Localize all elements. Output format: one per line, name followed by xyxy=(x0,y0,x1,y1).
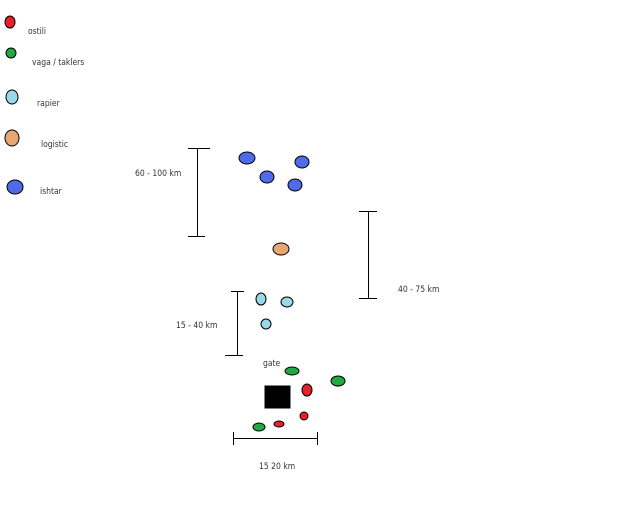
ishtar-unit xyxy=(294,155,310,169)
legend-marker-ostili xyxy=(4,15,16,29)
rapier-unit xyxy=(255,292,267,306)
ostili-unit xyxy=(301,383,313,397)
rapier-unit xyxy=(280,296,294,308)
range-line-gate xyxy=(233,432,318,445)
legend-label-ostili: ostili xyxy=(28,27,47,37)
range-line-ishtar xyxy=(188,148,210,237)
ishtar-unit xyxy=(259,170,275,184)
legend-label-ishtar: ishtar xyxy=(40,187,62,197)
legend-label-rapier: rapier xyxy=(37,99,60,109)
gate-label: gate xyxy=(263,359,281,369)
range-label-gate: 15 20 km xyxy=(259,462,296,472)
range-label-rapier: 15 - 40 km xyxy=(176,321,218,331)
legend-marker-ishtar xyxy=(6,179,24,195)
range-line-rapier xyxy=(225,291,244,356)
legend-marker-rapier xyxy=(5,89,19,105)
vaga-unit xyxy=(284,366,300,376)
logistic-unit xyxy=(272,242,290,256)
vaga-unit xyxy=(330,375,346,387)
vaga-unit xyxy=(252,422,266,432)
legend-marker-logistic xyxy=(4,129,20,147)
range-label-ishtar: 60 - 100 km xyxy=(135,169,182,179)
ostili-unit xyxy=(273,420,285,428)
gate-square xyxy=(264,385,291,409)
legend-label-vaga: vaga / taklers xyxy=(32,58,85,68)
legend-marker-vaga xyxy=(5,47,17,59)
rapier-unit xyxy=(260,318,272,330)
ishtar-unit xyxy=(238,151,256,165)
range-label-logistic: 40 - 75 km xyxy=(398,285,440,295)
legend-label-logistic: logistic xyxy=(41,140,69,150)
ostili-unit xyxy=(299,411,309,421)
ishtar-unit xyxy=(287,178,303,192)
range-line-logistic xyxy=(359,211,377,299)
